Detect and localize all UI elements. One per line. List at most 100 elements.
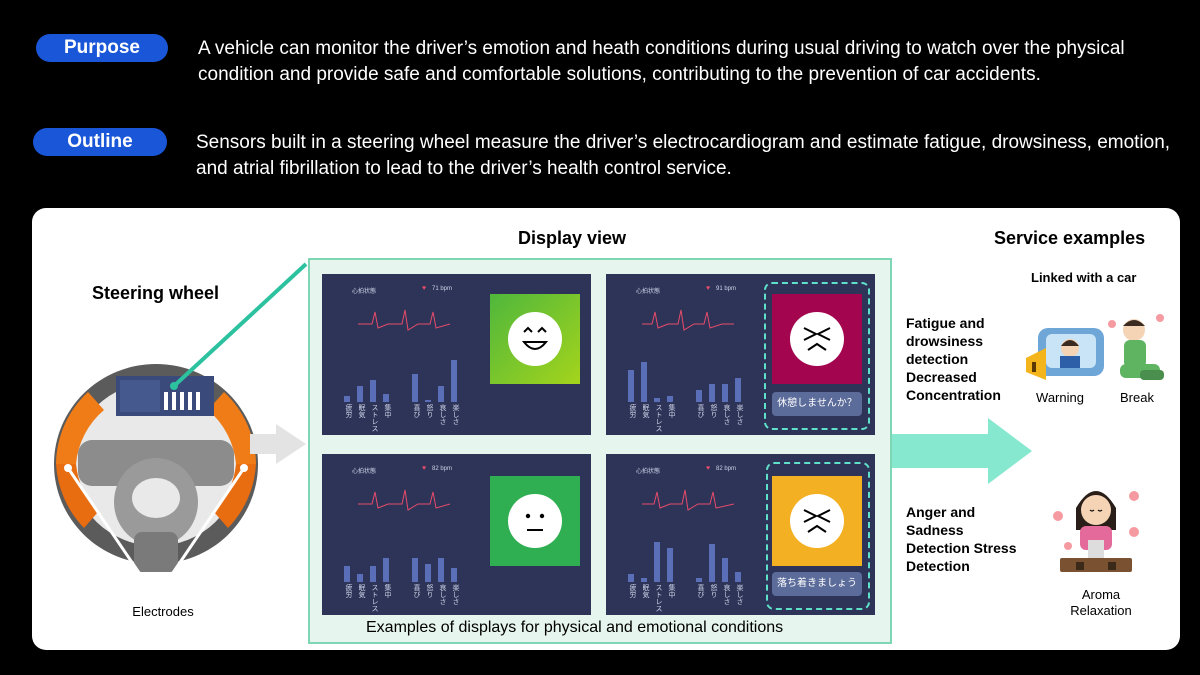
angry-face-icon (772, 476, 862, 566)
bpm-value: 91 bpm (716, 286, 737, 292)
bar-label: 楽しさ (736, 404, 743, 425)
bar-label: 喜び (697, 404, 704, 418)
ecg-graph (642, 309, 734, 331)
bar (357, 574, 363, 582)
heart-icon: ♥ (422, 285, 427, 292)
bar-label: 眠気 (358, 584, 365, 598)
ecg-graph (358, 309, 450, 331)
screen-happy: 心拍状態 ♥ 71 bpm 疲労 眠気 ストレス 集中 喜び 怒り 哀しさ 楽し… (322, 274, 591, 435)
break-label: Break (1120, 390, 1154, 405)
bar-label: 集中 (668, 404, 675, 418)
bar-label: 疲労 (345, 404, 352, 418)
bar-label: 喜び (413, 404, 420, 418)
purpose-badge: Purpose (36, 34, 168, 62)
warning-label: Warning (1036, 390, 1084, 405)
bar (370, 566, 376, 582)
alert-frame (764, 282, 870, 430)
screen-tired: 心拍状態 ♥ 91 bpm 疲労 眠気 ストレス 集中 喜び 怒り 哀しさ 楽し… (606, 274, 875, 435)
bpm-value: 82 bpm (716, 466, 737, 472)
display-caption: Examples of displays for physical and em… (366, 619, 784, 636)
screen-angry: 心拍状態 ♥ 82 bpm 疲労 眠気 ストレス 集中 喜び 怒り 哀しさ 楽し… (606, 454, 875, 615)
screen-header: 心拍状態 (352, 469, 377, 475)
bar (667, 396, 673, 402)
bar-label: 眠気 (642, 584, 649, 598)
service-title: Service examples (994, 228, 1146, 248)
teal-arrow (892, 418, 1032, 484)
outline-badge: Outline (33, 128, 167, 156)
bar (667, 548, 673, 582)
bar (344, 566, 350, 582)
screen-neutral: 心拍状態 ♥ 82 bpm 疲労 眠気 ストレス 集中 喜び 怒り 哀しさ 楽し… (322, 454, 591, 615)
bar (654, 542, 660, 582)
break-illustration (1108, 314, 1164, 380)
bar (641, 362, 647, 402)
bar-label: 集中 (384, 584, 391, 598)
bar-label: 集中 (384, 404, 391, 418)
bar-label: 怒り (710, 404, 717, 418)
linked-with-car: Linked with a car (1031, 270, 1137, 285)
bar-label: 哀しさ (723, 404, 730, 425)
bar (412, 558, 418, 582)
screen-header: 心拍状態 (352, 289, 377, 295)
purpose-text: A vehicle can monitor the driver’s emoti… (198, 38, 1125, 85)
fatigue-detection-text: Fatigue and drowsiness detection Decreas… (906, 315, 1001, 403)
bar-label: 哀しさ (439, 584, 446, 605)
connector-line (170, 262, 308, 390)
bar (344, 396, 350, 402)
happy-face-icon (490, 294, 580, 384)
bar-label: 喜び (697, 584, 704, 598)
bar (383, 558, 389, 582)
bar-label: ストレス (371, 584, 378, 612)
gray-arrow (250, 424, 306, 464)
bpm-value: 82 bpm (432, 466, 453, 472)
steering-wheel-illustration (54, 364, 258, 587)
bar (425, 564, 431, 582)
screen-header: 心拍状態 (636, 469, 661, 475)
electrodes-label: Electrodes (132, 604, 194, 619)
bar-label: 怒り (710, 584, 717, 598)
bar-label: 疲労 (629, 584, 636, 598)
bar (709, 544, 715, 582)
bar-label: 楽しさ (736, 584, 743, 605)
bar (628, 574, 634, 582)
bar (709, 384, 715, 402)
bpm-value: 71 bpm (432, 286, 453, 292)
bar (357, 386, 363, 402)
bar (412, 374, 418, 402)
anger-detection-text: Anger and Sadness Detection Stress Detec… (906, 504, 1017, 574)
bar-label: 眠気 (358, 404, 365, 418)
bar (654, 398, 660, 402)
steering-title: Steering wheel (92, 283, 220, 303)
screen-header: 心拍状態 (636, 289, 661, 295)
bar-label: 楽しさ (452, 404, 459, 425)
aroma-relaxation-illustration (1053, 491, 1139, 572)
bar-label: 集中 (668, 584, 675, 598)
ecg-graph (358, 489, 450, 511)
bar (425, 400, 431, 402)
display-title: Display view (518, 228, 627, 248)
neutral-face-icon (490, 476, 580, 566)
bar (451, 568, 457, 582)
bar-label: 哀しさ (723, 584, 730, 605)
bar-label: 疲労 (345, 584, 352, 598)
calm-down-button[interactable]: 落ち着きましょう (772, 572, 862, 596)
car-warning-illustration (1026, 328, 1104, 380)
bar (696, 578, 702, 582)
tired-face-icon (772, 294, 862, 384)
bar (722, 558, 728, 582)
bar-label: 楽しさ (452, 584, 459, 605)
bar (628, 370, 634, 402)
bar (370, 380, 376, 402)
bar (696, 390, 702, 402)
bar (438, 558, 444, 582)
rest-suggestion-button[interactable]: 休憩しませんか？ (772, 392, 862, 416)
bar-label: 喜び (413, 584, 420, 598)
bar-label: 怒り (426, 404, 433, 418)
bar-label: 眠気 (642, 404, 649, 418)
bar (383, 394, 389, 402)
bar (722, 384, 728, 402)
heart-icon: ♥ (706, 285, 711, 292)
bar-label: 疲労 (629, 404, 636, 418)
bar-label: ストレス (371, 404, 378, 432)
bar-label: ストレス (655, 404, 662, 432)
